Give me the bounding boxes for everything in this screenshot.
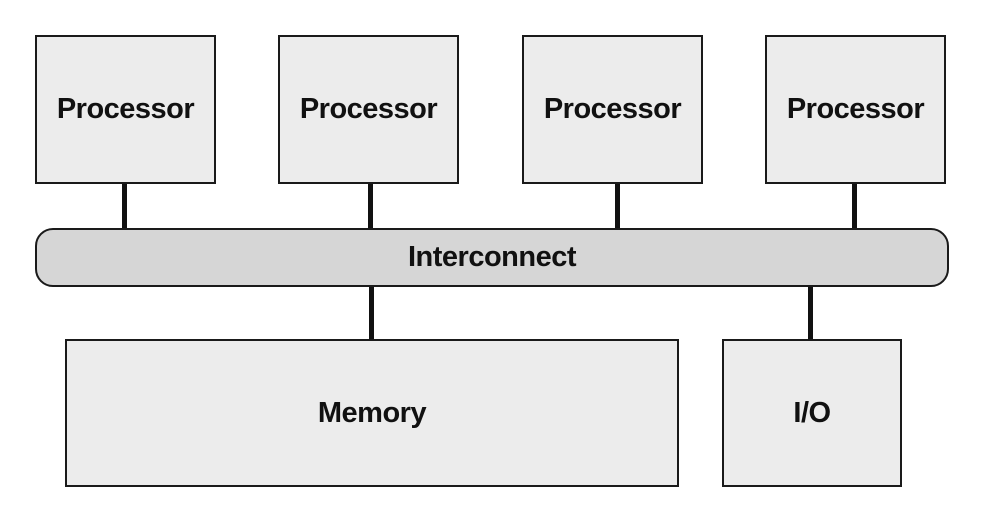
io-bus-link	[808, 286, 813, 340]
interconnect-label: Interconnect	[407, 241, 577, 273]
io-label: I/O	[793, 396, 831, 429]
io-box: I/O	[722, 339, 902, 487]
processor-1-bus-link	[122, 183, 127, 229]
memory-box: Memory	[65, 339, 679, 487]
processor-label-4: Processor	[786, 93, 925, 125]
processor-2-bus-link	[368, 183, 373, 229]
processor-box-2: Processor	[278, 35, 459, 184]
processor-3-bus-link	[615, 183, 620, 229]
processor-label-1: Processor	[56, 93, 195, 125]
memory-bus-link	[369, 286, 374, 340]
processor-label-2: Processor	[299, 93, 438, 125]
interconnect-bus: Interconnect	[35, 228, 949, 287]
memory-label: Memory	[317, 396, 427, 429]
processor-box-3: Processor	[522, 35, 703, 184]
processor-label-3: Processor	[543, 93, 682, 125]
processor-box-1: Processor	[35, 35, 216, 184]
processor-box-4: Processor	[765, 35, 946, 184]
processor-4-bus-link	[852, 183, 857, 229]
